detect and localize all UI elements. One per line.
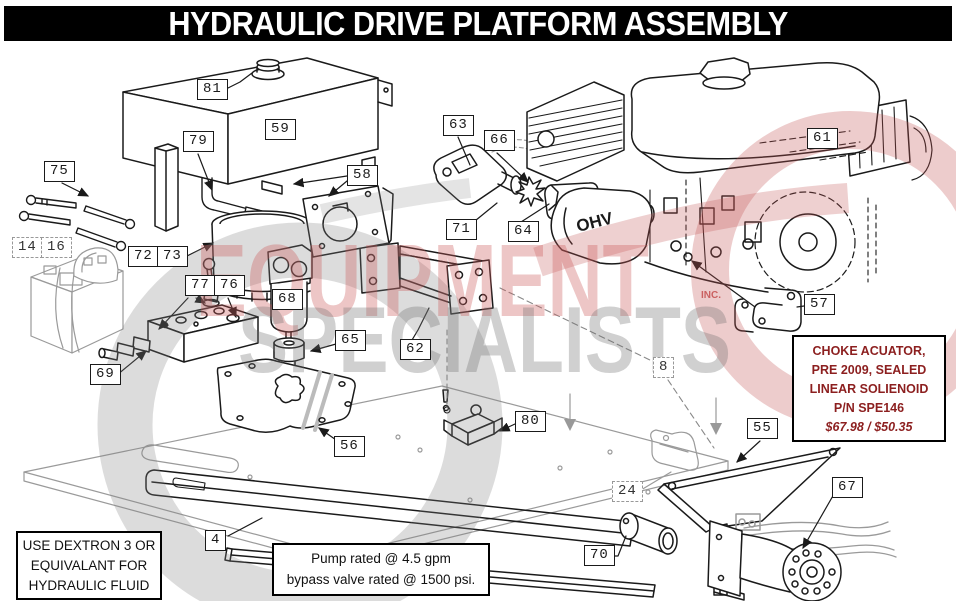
fluid-note-box: USE DEXTRON 3 OR EQUIVALANT FOR HYDRAULI… bbox=[16, 531, 162, 600]
choke-note-line: CHOKE ACUATOR, bbox=[812, 344, 926, 358]
leader-lines bbox=[61, 72, 835, 557]
callout-79: 79 bbox=[183, 131, 214, 152]
callout-58: 58 bbox=[347, 165, 378, 186]
callout-56: 56 bbox=[334, 436, 365, 457]
callout-66: 66 bbox=[484, 130, 515, 151]
pump-rating-note-box: Pump rated @ 4.5 gpm bypass valve rated … bbox=[272, 543, 490, 596]
callout-80: 80 bbox=[515, 411, 546, 432]
callout-55: 55 bbox=[747, 418, 778, 439]
callout-59: 59 bbox=[265, 119, 296, 140]
spider-insert bbox=[515, 176, 546, 207]
callout-24: 24 bbox=[612, 481, 643, 502]
engine-plate bbox=[302, 185, 394, 258]
page-title: HYDRAULIC DRIVE PLATFORM ASSEMBLY bbox=[168, 4, 788, 42]
pump-mount-plate bbox=[216, 358, 356, 433]
choke-note-line: LINEAR SOLIENOID bbox=[809, 382, 929, 396]
callout-65: 65 bbox=[335, 330, 366, 351]
choke-note-line: P/N SPE146 bbox=[833, 401, 905, 415]
callout-4: 4 bbox=[205, 530, 227, 551]
fluid-note-line: USE DEXTRON 3 OR bbox=[22, 538, 156, 553]
choke-actuator-note-box: CHOKE ACUATOR, PRE 2009, SEALED LINEAR S… bbox=[792, 335, 946, 442]
callout-61: 61 bbox=[807, 128, 838, 149]
callout-76: 76 bbox=[214, 275, 245, 296]
battery bbox=[30, 247, 124, 354]
choke-note-line: PRE 2009, SEALED bbox=[811, 363, 927, 377]
callout-72: 72 bbox=[128, 246, 159, 267]
callout-8: 8 bbox=[653, 357, 675, 378]
hydraulic-hoses bbox=[18, 194, 136, 252]
callout-14: 14 bbox=[12, 237, 43, 258]
pump-assembly bbox=[619, 447, 897, 601]
callout-16: 16 bbox=[41, 237, 72, 258]
callout-69: 69 bbox=[90, 364, 121, 385]
fluid-note-line: EQUIVALANT FOR bbox=[30, 558, 148, 573]
callout-73: 73 bbox=[157, 246, 188, 267]
hydraulic-tank bbox=[122, 57, 393, 195]
fluid-note-line: HYDRAULIC FLUID bbox=[28, 578, 150, 593]
hinge-bracket-ghost bbox=[640, 429, 699, 491]
pump-note-line: Pump rated @ 4.5 gpm bbox=[311, 551, 451, 566]
choke-actuator-bracket bbox=[734, 287, 802, 333]
drive-crossmember bbox=[359, 242, 494, 315]
callout-71: 71 bbox=[446, 219, 477, 240]
callout-67: 67 bbox=[832, 477, 863, 498]
callout-57: 57 bbox=[804, 294, 835, 315]
assembly-guides bbox=[443, 287, 715, 449]
callout-81: 81 bbox=[197, 79, 228, 100]
callout-62: 62 bbox=[400, 339, 431, 360]
choke-note-price: $67.98 / $50.35 bbox=[825, 420, 913, 434]
support-strut bbox=[154, 143, 179, 232]
callout-64: 64 bbox=[508, 221, 539, 242]
callout-68: 68 bbox=[272, 289, 303, 310]
callout-70: 70 bbox=[584, 545, 615, 566]
engine: OHV bbox=[526, 57, 933, 293]
callout-63: 63 bbox=[443, 115, 474, 136]
title-bar: HYDRAULIC DRIVE PLATFORM ASSEMBLY bbox=[4, 4, 952, 42]
coupler-puck bbox=[273, 337, 305, 369]
callout-75: 75 bbox=[44, 161, 75, 182]
callout-77: 77 bbox=[185, 275, 216, 296]
stop-bracket bbox=[442, 389, 503, 446]
pump-note-line: bypass valve rated @ 1500 psi. bbox=[286, 572, 476, 587]
